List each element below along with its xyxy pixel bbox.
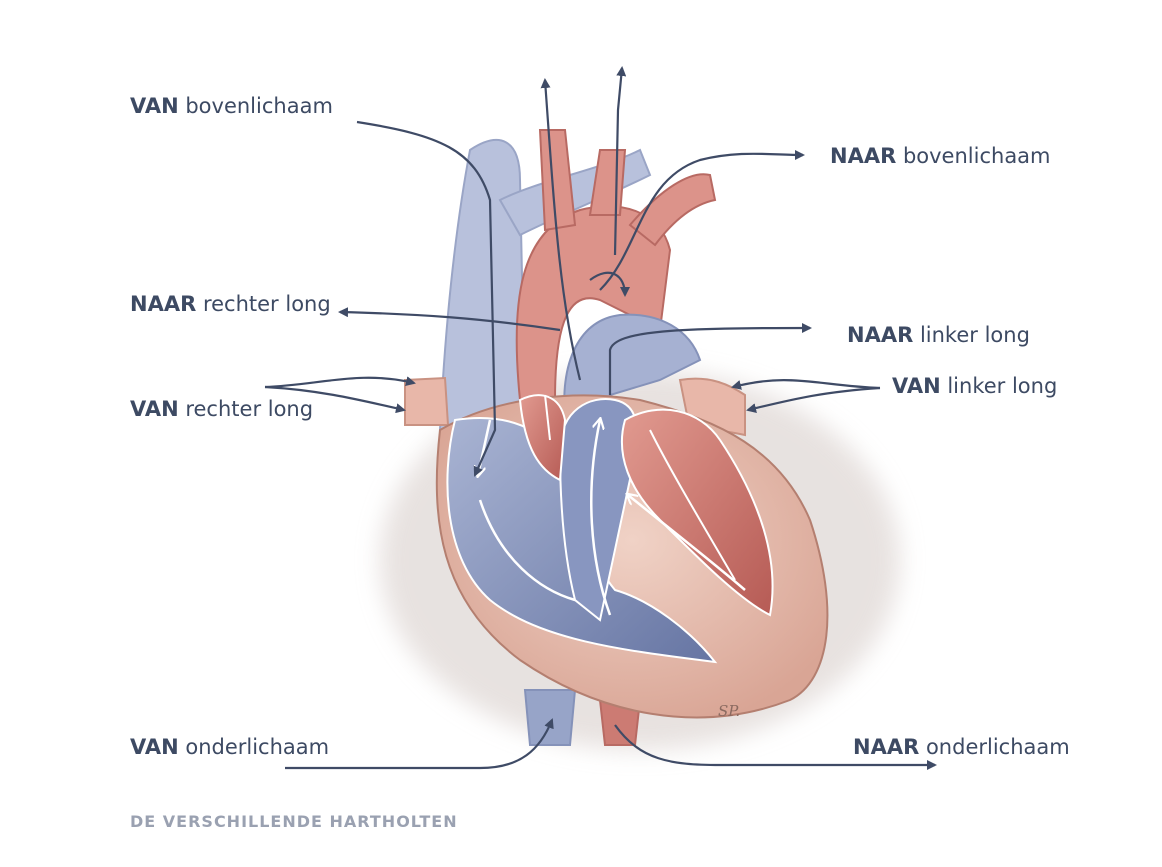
label-van-onderlichaam: VAN onderlichaam [130, 735, 329, 759]
label-text: onderlichaam [185, 735, 330, 759]
flow-arrow-pulmonary [590, 420, 612, 616]
label-text: linker long [919, 323, 1030, 347]
arrow-naar-linker-long [608, 323, 812, 395]
flow-arrow-aorta-inlet [544, 394, 551, 441]
arrow-van-rechter-long-2 [264, 385, 406, 414]
label-naar-bovenlichaam: NAAR bovenlichaam [830, 144, 1051, 168]
label-prefix: VAN [892, 374, 941, 398]
aortic-branch-3 [628, 173, 717, 247]
arrow-van-rechter-long-1 [264, 376, 416, 389]
label-naar-rechter-long: NAAR rechter long [130, 292, 331, 316]
arrow-naar-boven-1 [540, 78, 582, 381]
label-naar-onderlichaam: NAAR onderlichaam [853, 735, 1070, 759]
flow-arrow-left-atrium [649, 429, 736, 581]
label-text: onderlichaam [925, 735, 1070, 759]
artist-signature: SP. [718, 702, 740, 720]
left-heart-chamber [620, 408, 774, 617]
label-van-bovenlichaam: VAN bovenlichaam [130, 94, 333, 118]
label-van-rechter-long: VAN rechter long [130, 397, 313, 421]
arrow-van-linker-long-1 [731, 379, 881, 390]
arrow-naar-boven-2 [613, 66, 627, 256]
aortic-branch-2 [588, 149, 627, 216]
aortic-branch-1 [538, 129, 577, 232]
flow-arrow-left-ventricle [628, 495, 746, 591]
figure-caption: DE VERSCHILLENDE HARTHOLTEN [130, 812, 458, 831]
label-prefix: VAN [130, 94, 179, 118]
label-prefix: VAN [130, 397, 179, 421]
label-text: rechter long [202, 292, 331, 316]
arrow-van-linker-long-2 [746, 386, 881, 414]
arrow-naar-onderlichaam [614, 724, 937, 770]
label-text: bovenlichaam [902, 144, 1051, 168]
right-pulmonary-veins [404, 376, 450, 426]
arrow-naar-aorta-branch [589, 271, 630, 297]
label-naar-linker-long: NAAR linker long [847, 323, 1030, 347]
flow-arrow-right-ventricle [478, 499, 576, 602]
label-text: linker long [947, 374, 1058, 398]
label-van-linker-long: VAN linker long [892, 374, 1057, 398]
arrow-naar-bovenlichaam [599, 149, 805, 291]
label-text: rechter long [185, 397, 314, 421]
arrow-van-onderlichaam [285, 718, 554, 770]
label-prefix: NAAR [830, 144, 897, 168]
arrow-van-bovenlichaam [356, 120, 497, 477]
aortic-arch [515, 205, 672, 401]
label-prefix: NAAR [847, 323, 914, 347]
label-prefix: NAAR [853, 735, 920, 759]
label-prefix: VAN [130, 735, 179, 759]
inferior-vena-cava [523, 689, 577, 746]
arrow-naar-rechter-long [338, 307, 561, 332]
label-text: bovenlichaam [185, 94, 333, 118]
left-atrium [518, 394, 567, 482]
label-prefix: NAAR [130, 292, 197, 316]
